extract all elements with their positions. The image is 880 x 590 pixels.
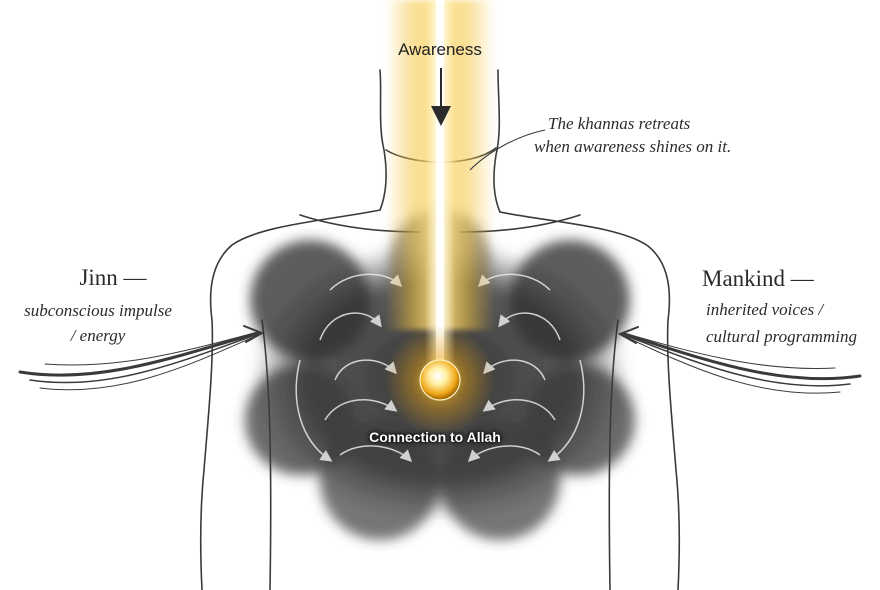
connection-orb (385, 325, 495, 435)
khannas-line-2: when awareness shines on it. (534, 135, 778, 158)
jinn-description: subconscious impulse / energy (0, 298, 196, 348)
jinn-title: Jinn — (28, 265, 198, 291)
mankind-title: Mankind — (702, 266, 872, 292)
khannas-annotation: The khannas retreats when awareness shin… (548, 112, 778, 158)
mankind-line-2: cultural programming (706, 323, 878, 350)
jinn-line-2: / energy (0, 323, 196, 348)
jinn-line-1: subconscious impulse (0, 298, 196, 323)
khannas-line-1: The khannas retreats (548, 112, 778, 135)
mankind-description: inherited voices / cultural programming (706, 296, 878, 350)
connection-label: Connection to Allah (320, 429, 550, 445)
awareness-label: Awareness (0, 40, 880, 60)
mankind-line-1: inherited voices / (706, 296, 878, 323)
